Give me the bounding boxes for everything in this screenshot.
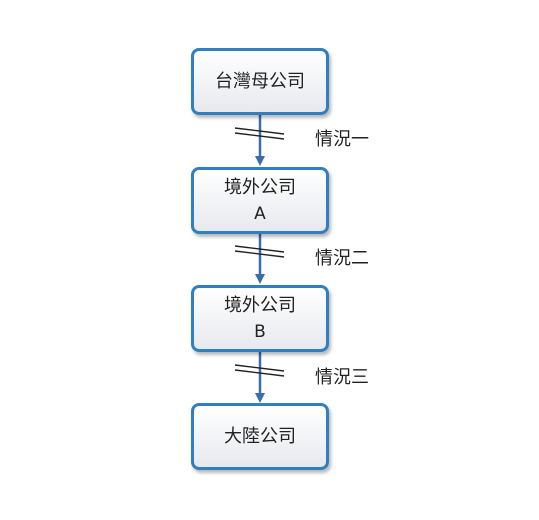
node-taiwan-parent: 台灣母公司: [191, 48, 329, 115]
case-label-3: 情況三: [315, 367, 369, 388]
node-sublabel: A: [254, 203, 266, 224]
node-label: 台灣母公司: [215, 70, 305, 92]
case-label-1: 情況一: [315, 129, 369, 150]
node-label: 境外公司: [224, 176, 296, 198]
break-mark-2: [234, 245, 285, 258]
node-label: 境外公司: [224, 294, 296, 316]
break-mark-1: [234, 127, 285, 140]
node-offshore-b: 境外公司 B: [191, 285, 329, 352]
node-sublabel: B: [254, 321, 266, 342]
node-label: 大陸公司: [224, 425, 296, 447]
node-offshore-a: 境外公司 A: [191, 167, 329, 234]
case-label-2: 情況二: [315, 248, 369, 269]
break-mark-3: [234, 364, 285, 377]
node-mainland: 大陸公司: [191, 403, 329, 470]
